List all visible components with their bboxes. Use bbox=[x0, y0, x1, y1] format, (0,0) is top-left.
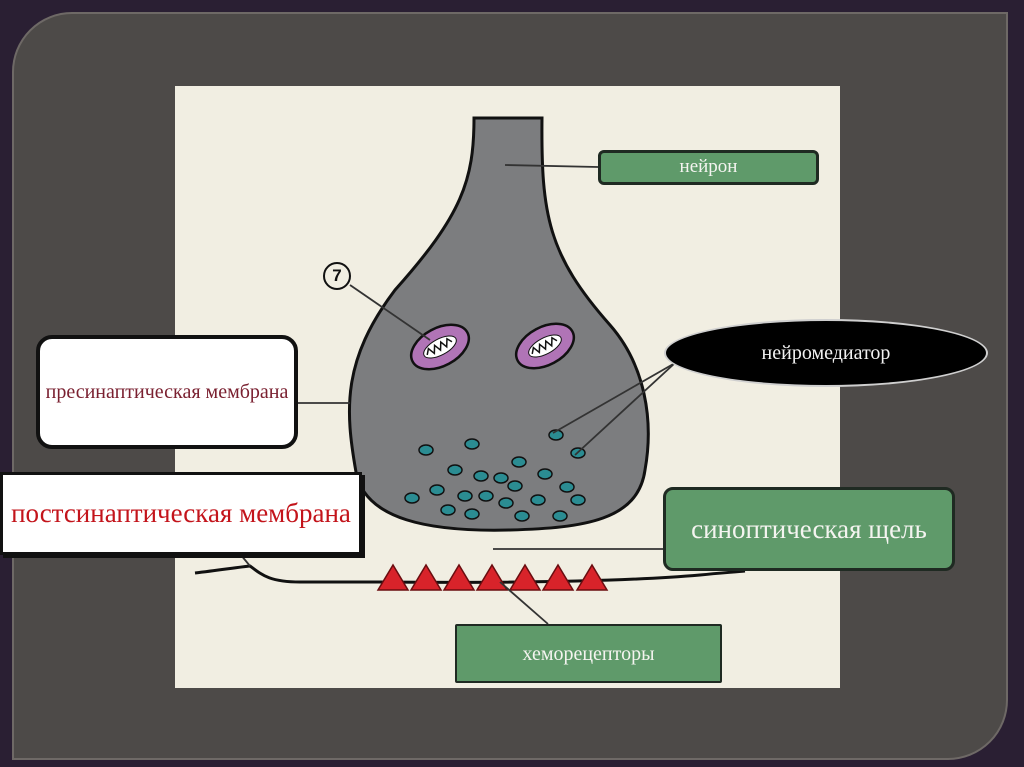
neuron-label: нейрон bbox=[598, 150, 819, 185]
postsynaptic-membrane-line bbox=[194, 564, 746, 584]
synaptic-cleft-label: синоптическая щель bbox=[663, 487, 955, 571]
presynaptic-membrane-label: пресинаптическая мембрана bbox=[36, 335, 298, 449]
leader-lines bbox=[235, 164, 676, 625]
postsynaptic-membrane-label: постсинаптическая мембрана bbox=[0, 472, 362, 555]
mitochondrion-right bbox=[514, 322, 576, 370]
chemoreceptor-triangles bbox=[376, 563, 609, 591]
marker-number-7: 7 bbox=[323, 262, 351, 290]
neurotransmitter-label: нейромедиатор bbox=[664, 319, 988, 387]
vesicles bbox=[404, 429, 586, 522]
chemoreceptors-label: хеморецепторы bbox=[455, 624, 722, 683]
neuron-terminal bbox=[347, 116, 650, 532]
